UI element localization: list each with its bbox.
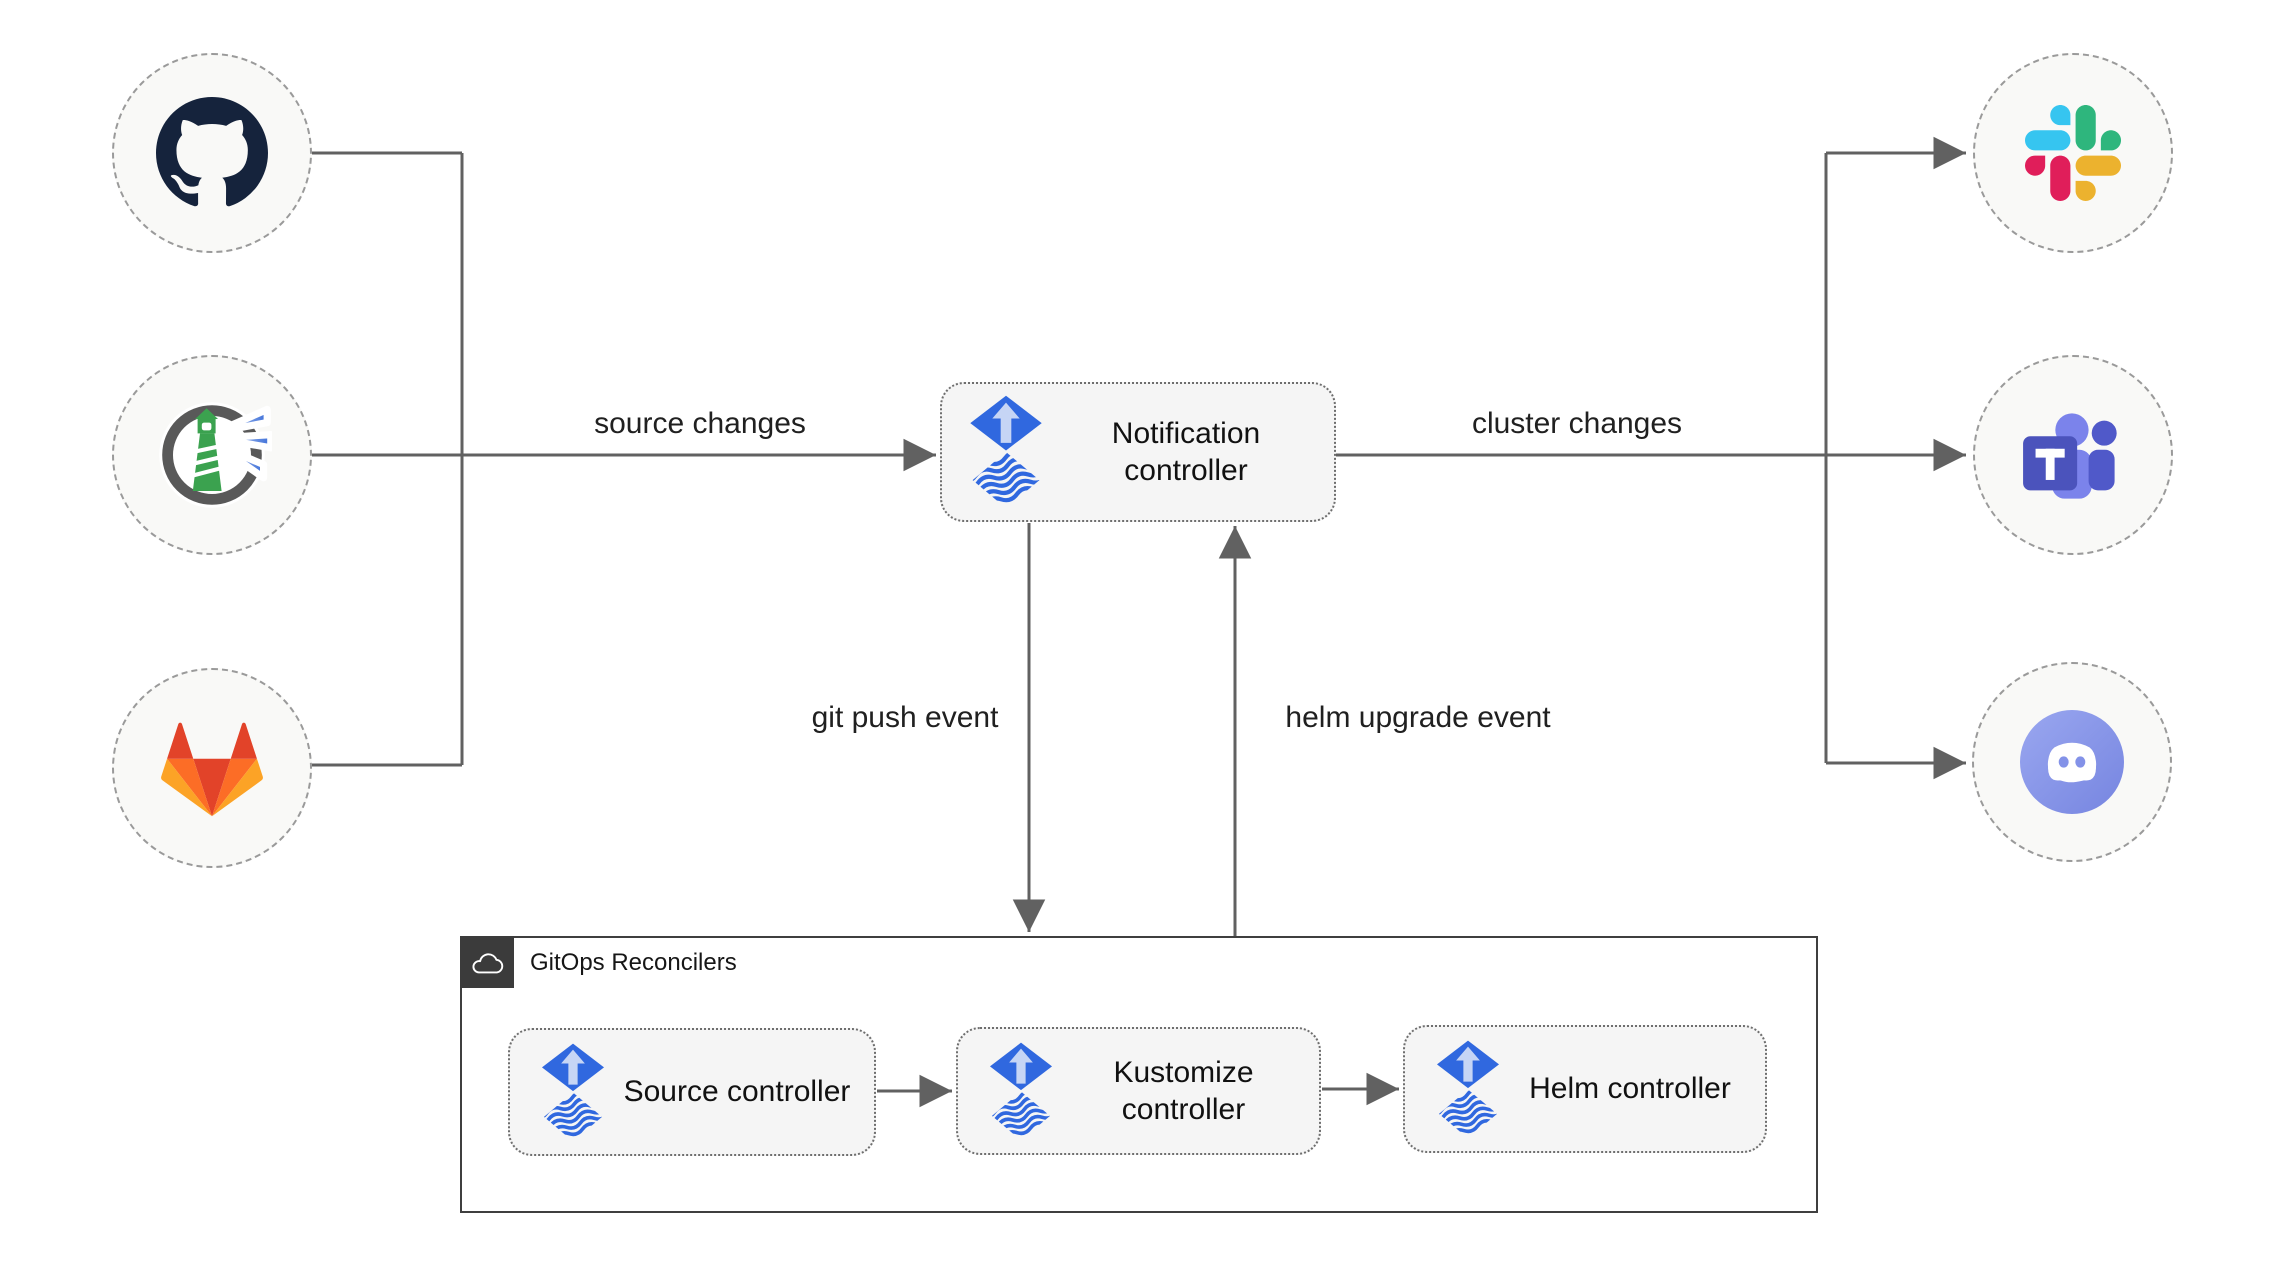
group-title: GitOps Reconcilers	[530, 949, 737, 976]
label-cluster-changes: cluster changes	[1467, 407, 1687, 441]
node-label: Source controller	[623, 1075, 851, 1109]
label-helm-upgrade-event: helm upgrade event	[1281, 701, 1555, 735]
flux-icon	[540, 1043, 606, 1142]
node-notification-controller: Notification controller	[940, 382, 1336, 522]
node-kustomize-controller: Kustomize controller	[956, 1027, 1321, 1155]
endpoint-teams	[1973, 355, 2173, 555]
slack-icon	[2025, 105, 2121, 201]
discord-icon	[2020, 710, 2124, 814]
node-source-controller: Source controller	[508, 1028, 876, 1156]
node-helm-controller: Helm controller	[1403, 1025, 1767, 1153]
endpoint-discord	[1972, 662, 2172, 862]
teams-icon	[2021, 407, 2125, 503]
flux-icon	[988, 1042, 1054, 1141]
endpoint-github	[112, 53, 312, 253]
endpoint-harbor	[112, 355, 312, 555]
flux-icon	[1435, 1040, 1501, 1139]
github-icon	[156, 97, 268, 209]
label-git-push-event: git push event	[807, 701, 1003, 735]
harbor-icon	[152, 395, 272, 515]
cloud-icon	[470, 950, 504, 975]
flux-icon	[968, 395, 1044, 509]
node-label: Notification controller	[1111, 416, 1261, 488]
gitlab-icon	[161, 720, 263, 817]
group-tab	[460, 936, 514, 988]
node-label: Helm controller	[1529, 1072, 1731, 1106]
endpoint-slack	[1973, 53, 2173, 253]
endpoint-gitlab	[112, 668, 312, 868]
node-label: Kustomize controller	[1113, 1055, 1254, 1127]
label-source-changes: source changes	[590, 407, 810, 441]
